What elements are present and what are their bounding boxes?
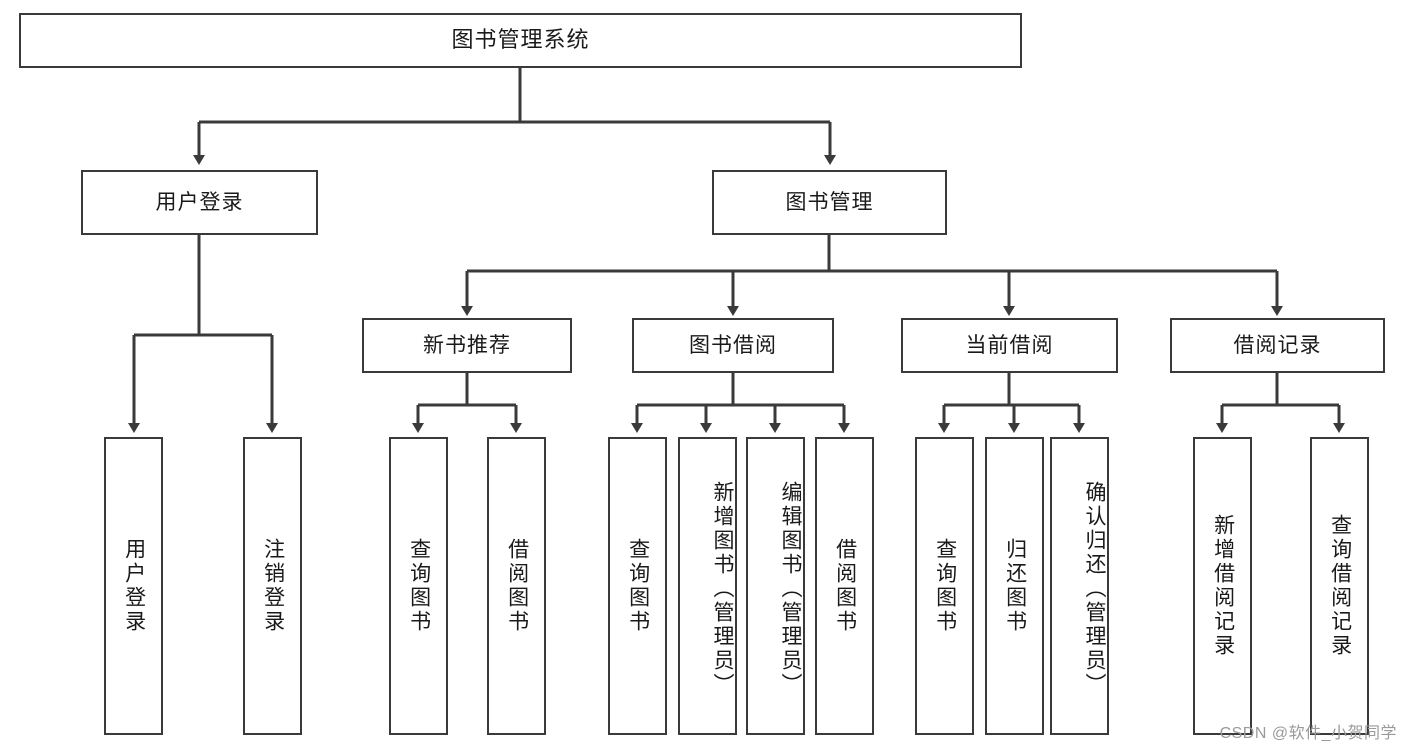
leaf-query-book-recommend[interactable]: 查询图书 <box>389 437 448 735</box>
leaf-borrow-book-recommend[interactable]: 借阅图书 <box>487 437 546 735</box>
node-new-book-recommend[interactable]: 新书推荐 <box>362 318 572 373</box>
leaf-add-book-admin[interactable]: 新增图书（管理员） <box>678 437 737 735</box>
leaf-add-borrow-record[interactable]: 新增借阅记录 <box>1193 437 1252 735</box>
leaf-query-book-borrow[interactable]: 查询图书 <box>608 437 667 735</box>
node-user-login[interactable]: 用户登录 <box>81 170 318 235</box>
leaf-borrow-book[interactable]: 借阅图书 <box>815 437 874 735</box>
node-book-management[interactable]: 图书管理 <box>712 170 947 235</box>
node-borrow-record[interactable]: 借阅记录 <box>1170 318 1385 373</box>
leaf-query-borrow-record[interactable]: 查询借阅记录 <box>1310 437 1369 735</box>
leaf-user-login[interactable]: 用户登录 <box>104 437 163 735</box>
leaf-confirm-return-admin[interactable]: 确认归还（管理员） <box>1050 437 1109 735</box>
node-current-borrow[interactable]: 当前借阅 <box>901 318 1118 373</box>
leaf-query-book-current[interactable]: 查询图书 <box>915 437 974 735</box>
leaf-logout[interactable]: 注销登录 <box>243 437 302 735</box>
leaf-edit-book-admin[interactable]: 编辑图书（管理员） <box>746 437 805 735</box>
node-book-borrow[interactable]: 图书借阅 <box>632 318 834 373</box>
watermark-text: CSDN @软件_小贺同学 <box>1219 725 1397 742</box>
node-root-system[interactable]: 图书管理系统 <box>19 13 1022 68</box>
leaf-return-book[interactable]: 归还图书 <box>985 437 1044 735</box>
